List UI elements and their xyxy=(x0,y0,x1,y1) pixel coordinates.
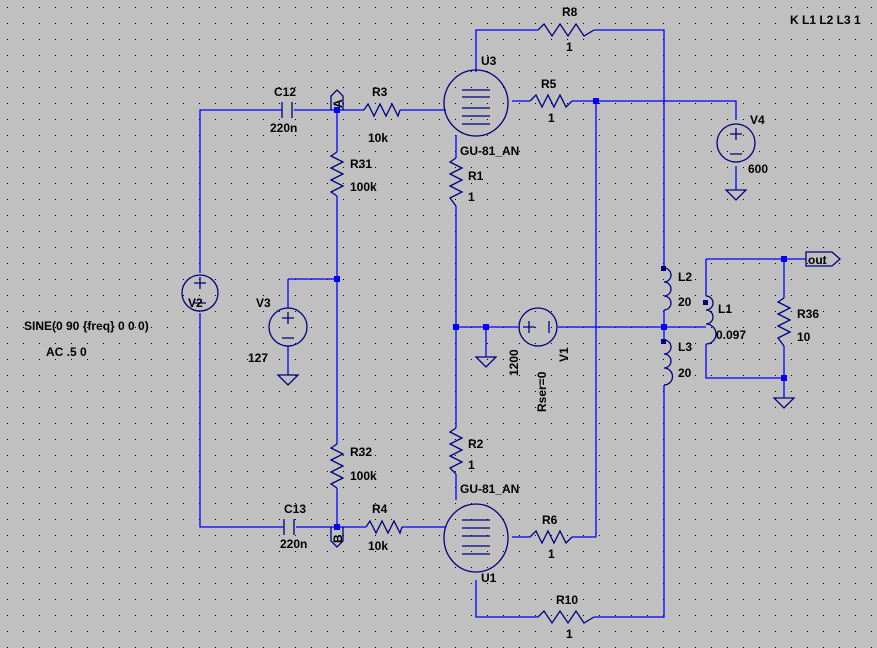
v2-value: SINE(0 90 {freq} 0 0 0) xyxy=(24,319,149,333)
v4-label: V4 xyxy=(750,113,765,127)
resistor-r3[interactable]: R3 10k xyxy=(363,85,401,145)
r8-label: R8 xyxy=(562,5,578,19)
ground-symbols xyxy=(276,189,796,409)
c13-value: 220n xyxy=(280,537,307,551)
tube-u1[interactable]: U1 GU-81_AN xyxy=(443,482,519,585)
source-v4[interactable]: V4 600 xyxy=(716,113,768,176)
l1-label: L1 xyxy=(718,302,732,316)
resistor-r4[interactable]: R4 10k xyxy=(365,502,403,553)
r6-value: 1 xyxy=(548,547,555,561)
net-a-text: A xyxy=(331,99,345,108)
r2-label: R2 xyxy=(468,437,484,451)
resistor-r1[interactable]: R1 1 xyxy=(448,157,484,207)
l1-value: 0.097 xyxy=(716,328,746,342)
r2-value: 1 xyxy=(468,458,475,472)
v2-ac-value: AC .5 0 xyxy=(46,345,87,359)
r4-label: R4 xyxy=(372,502,388,516)
v4-value: 600 xyxy=(748,162,768,176)
resistor-r36[interactable]: R36 10 xyxy=(776,297,819,347)
net-label-a[interactable]: A xyxy=(330,89,345,110)
c13-label: C13 xyxy=(284,502,306,516)
l3-value: 20 xyxy=(678,366,692,380)
inductor-l3[interactable]: L3 20 xyxy=(661,339,692,386)
l3-label: L3 xyxy=(678,340,692,354)
l2-label: L2 xyxy=(678,270,692,284)
wires[interactable] xyxy=(199,29,806,618)
u1-model: GU-81_AN xyxy=(460,482,519,496)
r31-label: R31 xyxy=(350,157,372,171)
inductor-l2[interactable]: L2 20 xyxy=(661,266,692,311)
r36-value: 10 xyxy=(797,330,811,344)
r3-value: 10k xyxy=(368,131,388,145)
coupling-directive[interactable]: K L1 L2 L3 1 xyxy=(790,13,861,27)
resistor-r10[interactable]: R10 1 xyxy=(537,593,595,641)
resistor-r32[interactable]: R32 100k xyxy=(329,443,377,489)
net-label-out[interactable]: out xyxy=(805,251,841,267)
l2-value: 20 xyxy=(678,295,692,309)
r3-label: R3 xyxy=(372,85,388,99)
resistor-r5[interactable]: R5 1 xyxy=(529,77,573,125)
inductor-l1[interactable]: L1 0.097 xyxy=(703,295,746,345)
capacitor-c12[interactable]: C12 220n xyxy=(270,85,297,135)
source-v3[interactable]: V3 127 xyxy=(248,296,308,365)
tube-u3[interactable]: U3 GU-81_AN xyxy=(443,54,519,158)
v2-label: V2 xyxy=(188,296,203,310)
r6-label: R6 xyxy=(542,513,558,527)
source-v1[interactable]: V1 1200 Rser=0 xyxy=(507,307,571,412)
r1-value: 1 xyxy=(468,190,475,204)
r10-label: R10 xyxy=(556,593,578,607)
r4-value: 10k xyxy=(368,539,388,553)
net-label-b[interactable]: B xyxy=(330,527,345,548)
r5-value: 1 xyxy=(548,111,555,125)
c12-label: C12 xyxy=(274,85,296,99)
r1-label: R1 xyxy=(468,169,484,183)
r8-value: 1 xyxy=(566,40,573,54)
capacitor-c13[interactable]: C13 220n xyxy=(280,502,307,551)
net-b-text: B xyxy=(331,534,345,543)
net-out-text: out xyxy=(808,253,827,267)
u1-label: U1 xyxy=(481,571,497,585)
r32-value: 100k xyxy=(350,469,377,483)
v3-value: 127 xyxy=(248,351,268,365)
v3-label: V3 xyxy=(256,296,271,310)
c12-value: 220n xyxy=(270,121,297,135)
u3-model: GU-81_AN xyxy=(460,144,519,158)
resistor-r31[interactable]: R31 100k xyxy=(329,151,377,197)
source-v2[interactable]: V2 SINE(0 90 {freq} 0 0 0) AC .5 0 xyxy=(24,274,219,359)
r36-label: R36 xyxy=(797,307,819,321)
resistor-r2[interactable]: R2 1 xyxy=(448,427,484,475)
v1-value: 1200 xyxy=(507,349,521,376)
resistor-r6[interactable]: R6 1 xyxy=(529,513,573,561)
r10-value: 1 xyxy=(566,627,573,641)
v1-label: V1 xyxy=(557,347,571,362)
resistor-r8[interactable]: R8 1 xyxy=(537,5,595,54)
junctions xyxy=(334,98,787,530)
u3-label: U3 xyxy=(481,54,497,68)
r32-label: R32 xyxy=(350,445,372,459)
r31-value: 100k xyxy=(350,180,377,194)
v1-rser: Rser=0 xyxy=(535,371,549,412)
r5-label: R5 xyxy=(541,77,557,91)
